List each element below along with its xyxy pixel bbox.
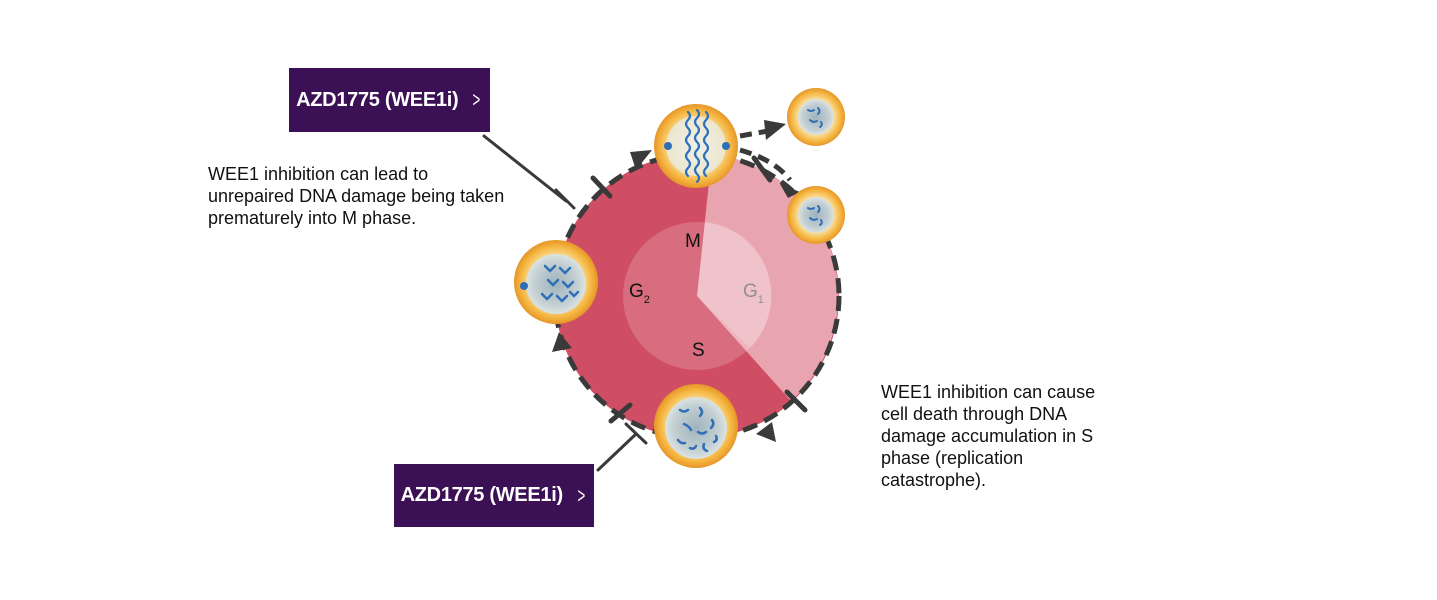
azd1775-button-top-label: AZD1775 (WEE1i) [296,88,459,111]
chevron-right-icon: > [577,482,585,508]
inhibition-ticks [590,155,808,424]
arrow-to-s-icon [756,422,776,442]
cycle-arrows [552,150,776,442]
phase-label-m: M [685,231,701,252]
cell-s-phase [654,384,738,468]
azd1775-button-top[interactable]: AZD1775 (WEE1i) > [289,68,490,132]
cell-g2-phase [514,240,598,324]
s-phase-annotation: WEE1 inhibition can cause cell death thr… [881,382,1096,490]
phase-label-s: S [692,340,705,361]
inhibition-lines [482,134,648,472]
daughter-cell-bottom [787,186,845,244]
m-phase-annotation: WEE1 inhibition can lead to unrepaired D… [208,164,505,228]
division-arrows [739,128,792,182]
inner-circle [623,222,771,370]
arrow-to-g2-icon [552,332,572,352]
chevron-right-icon: > [472,87,481,112]
arrow-to-m-icon [630,150,652,170]
daughter-cell-top [787,88,845,146]
arrow-to-daughter-top-icon [764,120,786,140]
phase-label-g2: G2 [629,281,650,306]
cell-m-phase [654,104,738,188]
azd1775-button-bottom-label: AZD1775 (WEE1i) [400,484,564,506]
phase-label-g1: G1 [743,281,764,306]
azd1775-button-bottom[interactable]: AZD1775 (WEE1i) > [394,464,594,527]
arrow-to-daughter-bottom-icon [780,184,800,198]
